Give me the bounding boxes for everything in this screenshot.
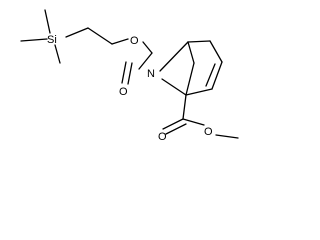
chemical-structure-diagram: Si O O N O O — [20, 9, 239, 143]
bond-si-methyl-top — [44, 9, 51, 34]
bond-si-methyl-left — [20, 38, 48, 42]
bond-bridgehead-top-bridge — [187, 41, 195, 64]
bond-si-ch2 — [65, 27, 89, 38]
atom-label-carbonyl-oxygen-carbamate: O — [119, 86, 128, 98]
bond-ch2-ch2 — [87, 27, 113, 45]
bond-ester-c-o-single — [182, 118, 205, 126]
bond-alkene-bridgehead-bottom — [185, 88, 213, 96]
bicyclic-core — [159, 40, 223, 96]
bond-ester-c-o-double-1 — [162, 118, 184, 130]
bond-bridge-bridgehead-bottom — [185, 62, 195, 96]
bond-si-methyl-bottom — [54, 44, 61, 64]
bond-ester-c-o-double-2 — [165, 123, 187, 135]
bond-alkene-double-inner — [205, 63, 216, 87]
atom-label-ester-oxygen-right: O — [204, 126, 213, 138]
bond-ch2-alkene-top — [209, 40, 223, 63]
bond-n-bridgehead-top — [159, 41, 189, 72]
atom-label-ester-oxygen-left: O — [130, 35, 139, 47]
bond-carbamate-c-o-double-1 — [127, 62, 133, 85]
trimethylsilyl-group — [20, 9, 89, 64]
bond-o-methyl — [215, 134, 239, 139]
bond-ring-ester-carbon — [182, 94, 187, 120]
bond-n-bridgehead-bottom — [161, 78, 187, 96]
bond-bridgehead-top-ch2 — [187, 40, 211, 43]
bond-carbonyl-nitrogen — [138, 52, 153, 70]
atom-label-nitrogen: N — [147, 68, 155, 80]
bond-o-carbonyl-carbon — [142, 41, 153, 54]
bond-ch2-o — [111, 38, 129, 45]
atom-label-carbonyl-oxygen-ester: O — [158, 131, 167, 143]
bond-alkene-double-outer — [211, 61, 223, 90]
bond-carbamate-c-o-double-2 — [121, 61, 127, 84]
atom-label-silicon: Si — [47, 34, 57, 46]
